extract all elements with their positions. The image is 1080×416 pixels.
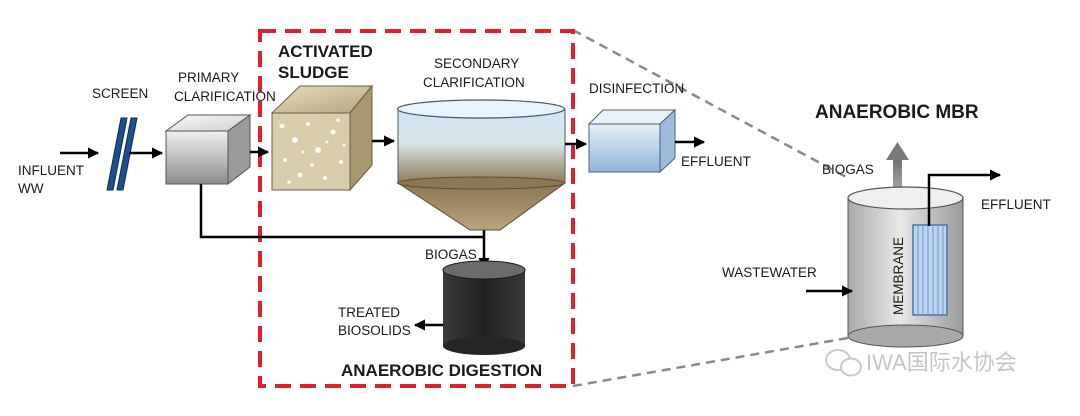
mbr-effluent-arrow	[927, 169, 1002, 226]
screen-bars-icon	[106, 117, 138, 191]
zoom-connector-lines	[572, 28, 849, 388]
anaerobic-digester	[442, 260, 526, 355]
wechat-icon	[825, 349, 862, 377]
biogas-right-label: BIOGAS	[822, 162, 874, 177]
membrane-module	[912, 224, 948, 316]
secondary-label-line2: CLARIFICATION	[423, 75, 525, 90]
membrane-label: MEMBRANE	[891, 237, 906, 315]
activated-label-line2: SLUDGE	[278, 63, 349, 82]
influent-label-line1: INFLUENT	[18, 163, 84, 178]
secondary-clarifier	[396, 99, 567, 231]
effluent-right-label: EFFLUENT	[981, 197, 1051, 212]
anaerobic-digestion-label: ANAEROBIC DIGESTION	[341, 361, 542, 380]
effluent-left-label: EFFLUENT	[681, 154, 751, 169]
treated-label-line1: TREATED	[338, 305, 400, 320]
watermark: IWA国际水协会	[825, 349, 1017, 377]
activated-sludge-tank	[270, 84, 374, 192]
biogas-left-label: BIOGAS	[425, 247, 477, 262]
primary-label-line2: CLARIFICATION	[174, 89, 276, 104]
secondary-label-line1: SECONDARY	[434, 56, 519, 71]
disinfection-label: DISINFECTION	[589, 81, 684, 96]
primary-sludge-line	[199, 184, 484, 239]
anaerobic-mbr-title: ANAEROBIC MBR	[815, 102, 979, 123]
highlight-box	[258, 29, 575, 388]
primary-clarifier-box	[164, 114, 252, 186]
disinfection-tank	[587, 108, 677, 174]
treated-label-line2: BIOSOLIDS	[338, 323, 411, 338]
activated-label-line1: ACTIVATED	[278, 42, 373, 61]
biogas-arrow-icon	[886, 142, 909, 204]
wastewater-label: WASTEWATER	[722, 265, 817, 280]
screen-label: SCREEN	[92, 86, 148, 101]
influent-label-line2: WW	[18, 181, 44, 196]
watermark-text: IWA国际水协会	[866, 350, 1017, 375]
primary-label-line1: PRIMARY	[178, 70, 239, 85]
